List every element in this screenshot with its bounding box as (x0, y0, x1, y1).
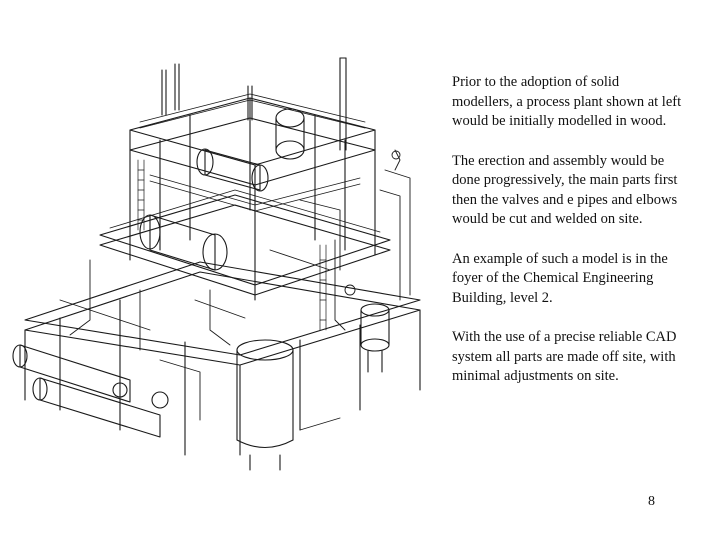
paragraph-3: An example of such a model is in the foy… (452, 250, 668, 306)
description-text: Prior to the adoption of solid modellers… (452, 73, 682, 407)
ladders (137, 159, 327, 331)
paragraph-4: With the use of a precise reliable CAD s… (452, 329, 677, 384)
upper-frame (129, 97, 376, 301)
vertical-column (236, 339, 294, 471)
upper-railings (139, 93, 366, 212)
paragraph-2: The erection and assembly would be done … (452, 152, 678, 228)
piping (59, 149, 411, 431)
heat-exchangers (12, 344, 169, 438)
upper-drums (196, 108, 305, 192)
page-number: 8 (648, 494, 655, 509)
vent-stacks (161, 57, 347, 151)
paragraph-1: Prior to the adoption of solid modellers… (452, 74, 682, 129)
horizontal-vessel (139, 214, 228, 271)
small-vessel-right (360, 303, 390, 373)
process-plant-drawing (12, 57, 421, 471)
lower-platform (24, 261, 421, 456)
